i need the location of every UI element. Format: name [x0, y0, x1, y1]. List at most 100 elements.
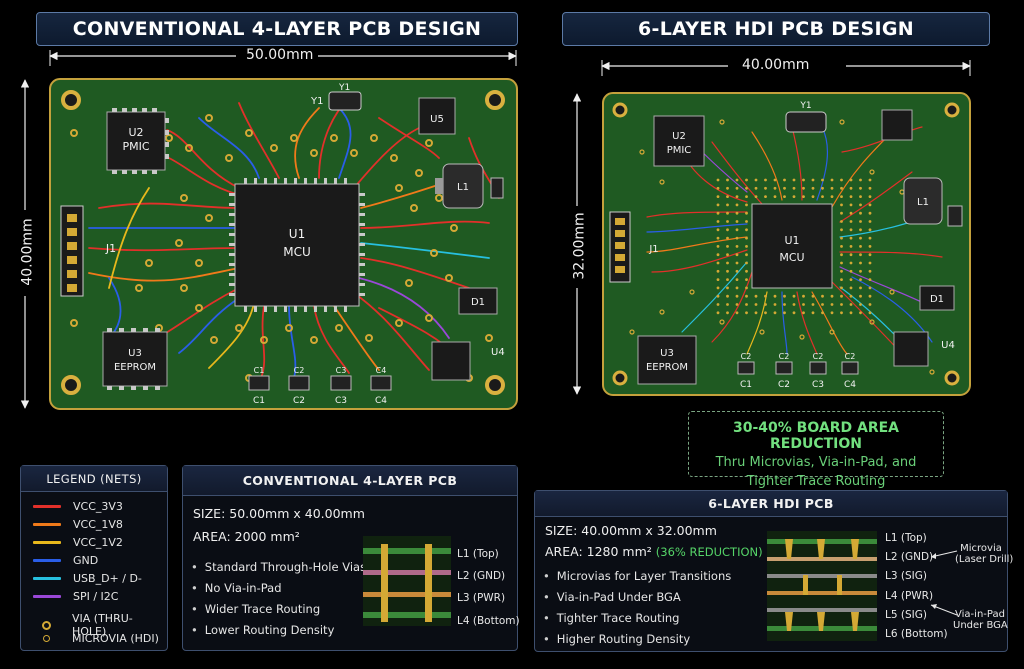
legend-item: VCC_3V3 [33, 500, 123, 513]
conventional-pcb-board: U1 MCU U2 PMIC Y1 Y1 U5 L1 J1 D1 U3 EEPR… [49, 78, 518, 410]
svg-text:C1: C1 [740, 380, 752, 390]
reduction-line-2: Thru Microvias, Via-in-Pad, and [715, 455, 917, 470]
j1-connector [60, 205, 84, 297]
hdi-u3-eeprom-chip [637, 335, 697, 385]
conventional-spec-title: CONVENTIONAL 4-LAYER PCB [183, 466, 517, 496]
legend-swatch [33, 595, 61, 598]
legend-item: VCC_1V8 [33, 518, 123, 531]
legend-swatch [33, 559, 61, 562]
svg-text:D1: D1 [930, 294, 944, 305]
svg-text:U2: U2 [128, 126, 143, 139]
svg-text:C4: C4 [844, 380, 856, 390]
conventional-layer: L4 (Bottom) [457, 615, 520, 627]
legend-item: SPI / I2C [33, 590, 118, 603]
legend-item: VCC_1V2 [33, 536, 123, 549]
svg-text:J1: J1 [105, 242, 116, 255]
hdi-spec-panel: 6-LAYER HDI PCB SIZE: 40.00mm x 32.00mm … [534, 490, 1013, 652]
hdi-y1-crystal [785, 111, 827, 133]
svg-text:C2: C2 [813, 352, 824, 361]
legend-item: GND [33, 554, 98, 567]
conventional-bullet: No Via-in-Pad [191, 581, 282, 595]
capacitor-row: C1 C2 C3 C4 C1 C2 C3 C4 [248, 366, 392, 406]
legend-microvia: MICROVIA (HDI) [33, 632, 159, 645]
hdi-bullet: Tighter Trace Routing [543, 611, 680, 625]
conventional-spec-panel: CONVENTIONAL 4-LAYER PCB SIZE: 50.00mm x… [182, 465, 520, 651]
left-width-label: 50.00mm [246, 47, 314, 63]
svg-text:C2: C2 [779, 352, 790, 361]
u3-eeprom-chip: U3 EEPROM [102, 328, 168, 390]
svg-text:PMIC: PMIC [122, 140, 149, 153]
svg-text:EEPROM: EEPROM [646, 362, 688, 373]
svg-text:C1: C1 [253, 396, 265, 406]
svg-text:C2: C2 [294, 366, 305, 375]
via-in-pad-callout: Via-in-Pad Under BGA [953, 609, 1008, 631]
reduction-headline: 30-40% BOARD AREA REDUCTION [733, 420, 899, 452]
conventional-size: SIZE: 50.00mm x 40.00mm [193, 506, 365, 521]
svg-text:C3: C3 [335, 396, 347, 406]
svg-text:D1: D1 [471, 297, 485, 308]
hdi-l1-inductor [903, 177, 943, 225]
hdi-bullet: Via-in-Pad Under BGA [543, 590, 681, 604]
hdi-u1-mcu-chip [751, 203, 833, 289]
legend-item: USB_D+ / D- [33, 572, 142, 585]
hdi-stackup-diagram [767, 531, 877, 641]
u2-pmic-chip: U2 PMIC [106, 108, 169, 174]
svg-text:L1: L1 [457, 182, 469, 193]
hdi-area: AREA: 1280 mm² (36% REDUCTION) [545, 544, 763, 559]
u1-mcu-chip: U1 MCU [229, 178, 365, 312]
hdi-bullet: Higher Routing Density [543, 632, 690, 646]
svg-text:U4: U4 [491, 347, 505, 358]
svg-text:U1: U1 [784, 234, 799, 247]
legend-swatch [33, 505, 61, 508]
conventional-layer: L1 (Top) [457, 548, 499, 560]
svg-text:Y1: Y1 [310, 96, 323, 107]
svg-text:U2: U2 [672, 131, 686, 142]
conventional-layer: L3 (PWR) [457, 592, 506, 604]
svg-text:J1: J1 [648, 244, 658, 255]
d1-diode [458, 287, 498, 315]
svg-text:L1: L1 [917, 197, 929, 208]
hdi-layer: L1 (Top) [885, 532, 927, 544]
legend-via-thru: VIA (THRU-HOLE) [33, 612, 167, 638]
svg-text:C4: C4 [375, 396, 387, 406]
svg-text:C2: C2 [778, 380, 790, 390]
svg-text:Y1: Y1 [799, 101, 811, 111]
legend-swatch [33, 523, 61, 526]
svg-text:EEPROM: EEPROM [114, 362, 156, 373]
svg-text:MCU: MCU [779, 251, 804, 264]
reduction-line-3: Tighter Trace Routing [746, 474, 886, 489]
hdi-u2-pmic-chip [653, 115, 705, 167]
hdi-layer: L2 (GND) [885, 551, 934, 563]
conventional-area: AREA: 2000 mm² [193, 529, 300, 544]
u5-chip [418, 97, 456, 135]
hdi-bullet: Microvias for Layer Transitions [543, 569, 731, 583]
left-height-label: 40.00mm [19, 218, 36, 286]
conventional-layer: L2 (GND) [457, 570, 506, 582]
svg-text:C1: C1 [254, 366, 265, 375]
hdi-spec-title: 6-LAYER HDI PCB [535, 491, 1007, 517]
svg-text:C3: C3 [336, 366, 347, 375]
hdi-layer: L5 (SIG) [885, 609, 927, 621]
hdi-title: 6-LAYER HDI PCB DESIGN [562, 12, 990, 46]
hdi-u4-chip [893, 331, 929, 367]
bga-microvia-field [716, 178, 872, 315]
u1-label: U1 [289, 227, 305, 241]
hdi-layer: L3 (SIG) [885, 570, 927, 582]
callout-arrows [930, 550, 958, 616]
svg-text:C2: C2 [845, 352, 856, 361]
via-thru-icon [42, 620, 51, 630]
conventional-bullet: Lower Routing Density [191, 623, 335, 637]
right-height-label: 32.00mm [571, 212, 588, 280]
legend-swatch [33, 541, 61, 544]
y1-crystal [328, 91, 362, 111]
legend-swatch [33, 577, 61, 580]
svg-text:PMIC: PMIC [667, 145, 692, 156]
svg-text:U3: U3 [660, 348, 674, 359]
svg-text:Y1: Y1 [338, 83, 350, 93]
svg-text:C2: C2 [741, 352, 752, 361]
conventional-stackup-diagram [363, 536, 451, 626]
hdi-layer: L4 (PWR) [885, 590, 934, 602]
hdi-size: SIZE: 40.00mm x 32.00mm [545, 523, 717, 538]
